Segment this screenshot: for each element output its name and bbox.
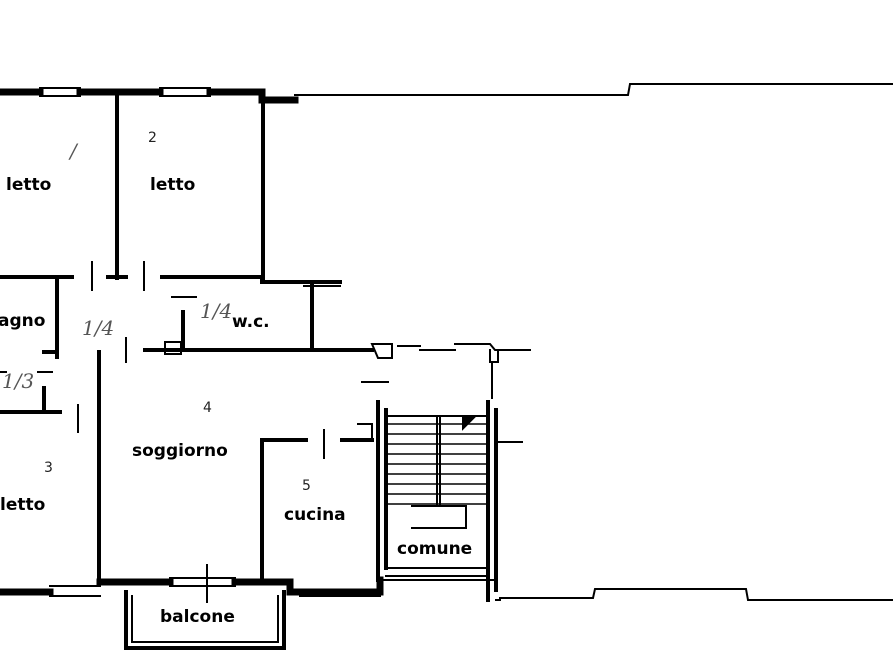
room-label-bagno: agno bbox=[0, 311, 45, 331]
room-label-cucina: cucina bbox=[284, 505, 346, 525]
room-number-soggiorno: 4 bbox=[203, 400, 212, 416]
hand-bagno: 1/3 bbox=[2, 369, 34, 393]
room-number-letto-3: 3 bbox=[44, 460, 53, 476]
hand-number-1: / bbox=[68, 139, 79, 163]
room-label-letto-3: letto bbox=[0, 495, 45, 515]
room-label-comune: comune bbox=[397, 539, 472, 559]
room-label-balcone: balcone bbox=[160, 607, 235, 627]
hand-wc: 1/4 bbox=[200, 299, 232, 323]
stairwell bbox=[376, 400, 523, 602]
wc-walls bbox=[143, 284, 374, 355]
room-label-soggiorno: soggiorno bbox=[132, 441, 228, 461]
landing-top-wall bbox=[361, 343, 531, 399]
cucina-walls bbox=[260, 423, 374, 582]
bottom-exterior-wall bbox=[0, 576, 501, 601]
room-label-letto-2: letto bbox=[150, 175, 195, 195]
hand-annotations: / 1/3 1/4 1/4 bbox=[2, 139, 232, 393]
room-label-letto-1: letto bbox=[6, 175, 51, 195]
balcone bbox=[124, 564, 286, 650]
wall-below-bedrooms bbox=[0, 261, 342, 291]
top-exterior-wall bbox=[0, 87, 299, 104]
building-outline bbox=[294, 83, 893, 601]
room-number-letto-2: 2 bbox=[148, 130, 157, 146]
room-number-cucina: 5 bbox=[302, 478, 311, 494]
wall-corridor-left bbox=[77, 337, 127, 586]
hand-corridor: 1/4 bbox=[82, 316, 114, 340]
bagno-walls bbox=[0, 278, 62, 414]
room-label-wc: w.c. bbox=[232, 312, 270, 332]
